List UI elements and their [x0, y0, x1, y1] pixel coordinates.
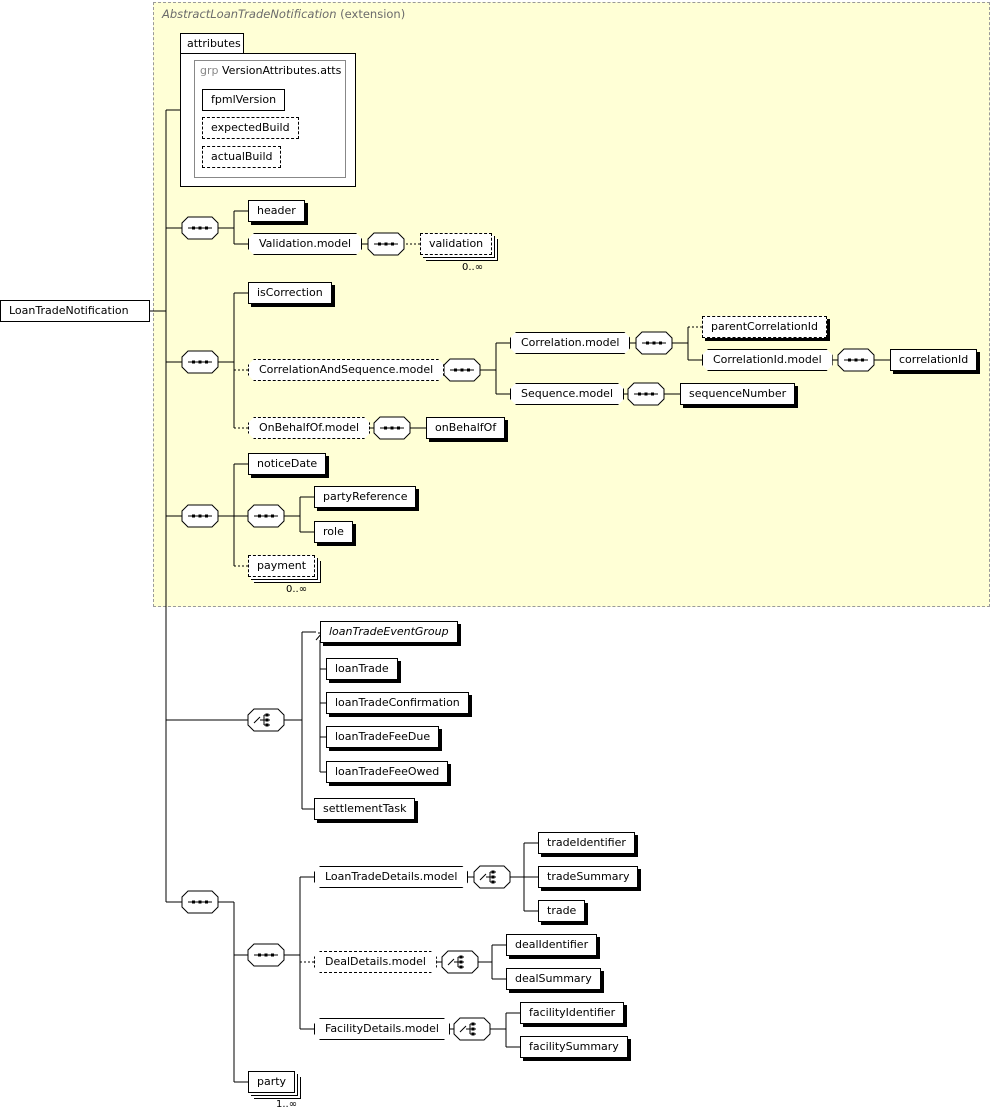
element-trade[interactable]: trade	[538, 900, 586, 922]
element-partyreference[interactable]: partyReference	[314, 486, 417, 508]
element-tradesummary[interactable]: tradeSummary	[538, 866, 639, 888]
sequence-compositor	[837, 348, 875, 372]
cardinality-validation: 0..∞	[462, 262, 484, 273]
attr-actualbuild[interactable]: actualBuild	[202, 146, 282, 168]
attribute-group-title: grp VersionAttributes.atts	[200, 64, 341, 77]
element-loantradeconfirmation[interactable]: loanTradeConfirmation	[326, 692, 469, 714]
cardinality-payment: 0..∞	[286, 584, 308, 595]
group-prefix: grp	[200, 64, 219, 77]
choice-compositor	[441, 950, 479, 974]
sequence-compositor	[635, 331, 673, 355]
attr-expectedbuild[interactable]: expectedBuild	[202, 117, 299, 139]
element-header[interactable]: header	[248, 200, 305, 222]
group-sequence-model[interactable]: Sequence.model	[510, 383, 624, 405]
extension-title: AbstractLoanTradeNotification (extension…	[162, 7, 405, 21]
sequence-compositor	[247, 504, 285, 528]
sequence-compositor	[181, 504, 219, 528]
attr-fpmlversion[interactable]: fpmlVersion	[202, 89, 286, 111]
sequence-compositor	[181, 216, 219, 240]
cardinality-party: 1..∞	[276, 1099, 298, 1110]
sequence-compositor	[247, 943, 285, 967]
extension-base: AbstractLoanTradeNotification	[162, 7, 337, 21]
element-loantradefeeowed[interactable]: loanTradeFeeOwed	[326, 761, 449, 783]
element-loantradeeventgroup[interactable]: loanTradeEventGroup	[320, 621, 458, 643]
group-validation-model[interactable]: Validation.model	[248, 233, 362, 255]
group-correlation-model[interactable]: Correlation.model	[510, 332, 630, 354]
sequence-compositor	[443, 358, 481, 382]
choice-compositor	[453, 1017, 491, 1041]
group-onbehalfof-model[interactable]: OnBehalfOf.model	[248, 417, 370, 439]
element-role[interactable]: role	[314, 521, 353, 543]
element-noticedate[interactable]: noticeDate	[248, 453, 327, 475]
element-loantradefeedue[interactable]: loanTradeFeeDue	[326, 726, 440, 748]
group-correlation-and-sequence-model[interactable]: CorrelationAndSequence.model	[248, 359, 444, 381]
attributes-tab: attributes	[180, 33, 244, 54]
group-name: VersionAttributes.atts	[222, 64, 342, 77]
group-loantradedetails-model[interactable]: LoanTradeDetails.model	[314, 866, 468, 888]
sequence-compositor	[367, 232, 405, 256]
element-party[interactable]: party	[248, 1071, 296, 1093]
sequence-compositor	[627, 382, 665, 406]
group-correlationid-model[interactable]: CorrelationId.model	[702, 349, 833, 371]
element-correlationid[interactable]: correlationId	[890, 349, 978, 371]
group-facilitydetails-model[interactable]: FacilityDetails.model	[314, 1018, 450, 1040]
element-settlementtask[interactable]: settlementTask	[314, 798, 416, 820]
element-payment[interactable]: payment	[248, 555, 316, 577]
element-sequencenumber[interactable]: sequenceNumber	[680, 383, 796, 405]
element-parentcorrelationid[interactable]: parentCorrelationId	[702, 316, 827, 338]
element-onbehalfof[interactable]: onBehalfOf	[426, 417, 506, 439]
sequence-compositor	[181, 350, 219, 374]
sequence-compositor	[181, 890, 219, 914]
root-element[interactable]: LoanTradeNotification	[0, 300, 150, 322]
element-facilityidentifier[interactable]: facilityIdentifier	[520, 1002, 625, 1024]
element-validation[interactable]: validation	[420, 233, 493, 255]
element-tradeidentifier[interactable]: tradeIdentifier	[538, 832, 635, 854]
sequence-compositor	[373, 416, 411, 440]
choice-compositor	[473, 865, 511, 889]
element-iscorrection[interactable]: isCorrection	[248, 282, 332, 304]
extension-suffix: (extension)	[340, 7, 406, 21]
element-dealsummary[interactable]: dealSummary	[506, 968, 601, 990]
element-dealidentifier[interactable]: dealIdentifier	[506, 934, 598, 956]
choice-compositor	[247, 708, 285, 732]
element-facilitysummary[interactable]: facilitySummary	[520, 1036, 628, 1058]
group-dealdetails-model[interactable]: DealDetails.model	[314, 951, 437, 973]
element-loantrade[interactable]: loanTrade	[326, 658, 398, 680]
